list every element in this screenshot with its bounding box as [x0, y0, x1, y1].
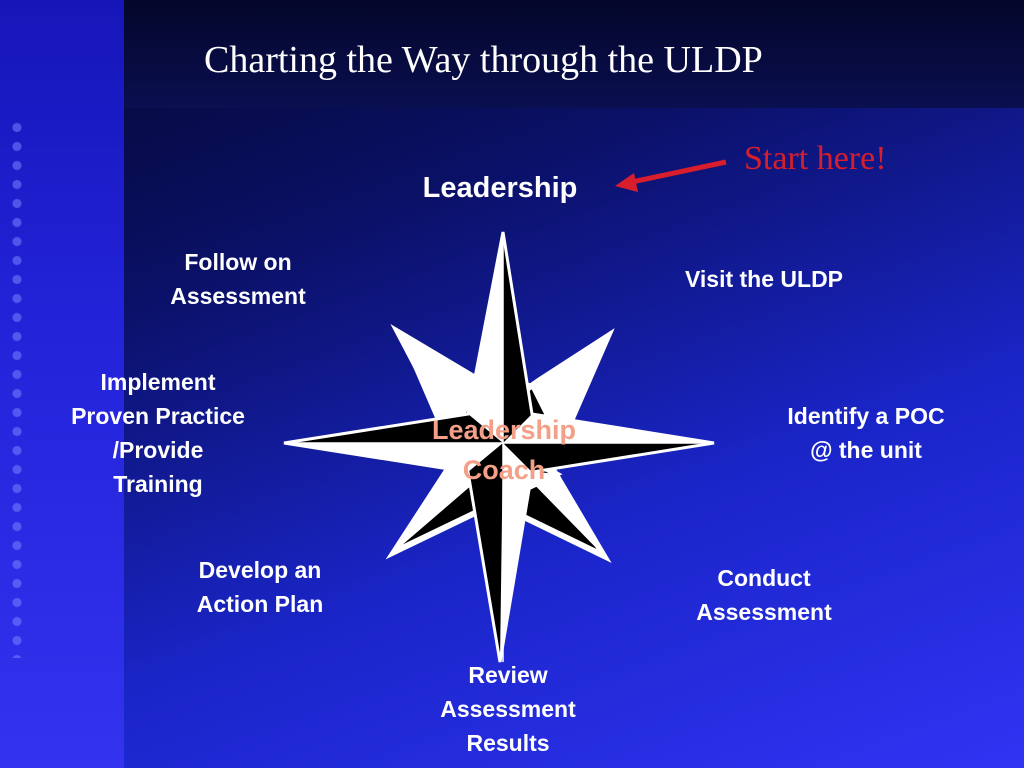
- title-band: [124, 0, 1024, 108]
- step-follow-on-assessment: Follow on Assessment: [170, 249, 306, 309]
- step-conduct-assessment: Conduct Assessment: [696, 565, 832, 625]
- start-here-arrow: [615, 159, 727, 192]
- top-label: Leadership: [422, 172, 578, 204]
- center-label: Leadership Coach: [431, 415, 577, 485]
- step-develop-plan: Develop an Action Plan: [196, 557, 324, 617]
- step-implement-practice: Implement Proven Practice /Provide Train…: [71, 369, 245, 497]
- step-identify-poc: Identify a POC @ the unit: [787, 403, 945, 463]
- step-review-results: Review Assessment Results: [440, 662, 576, 756]
- left-decorative-strip: [0, 0, 124, 768]
- decorative-dot-column: [8, 118, 26, 658]
- slide-title: Charting the Way through the ULDP: [204, 39, 763, 81]
- compass-main-star: [283, 231, 715, 663]
- start-here-note: Start here!: [744, 140, 887, 177]
- step-visit-uldp: Visit the ULDP: [684, 266, 844, 292]
